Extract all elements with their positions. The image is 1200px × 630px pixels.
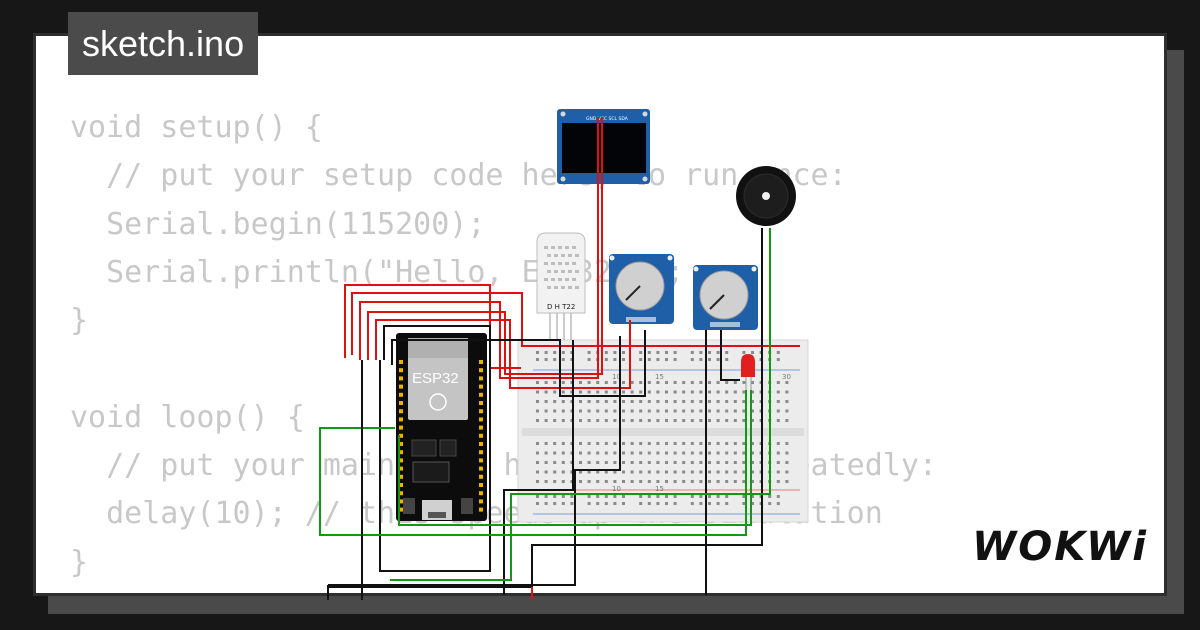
- wokwi-logo: WOKWi: [972, 524, 1148, 570]
- code-line: Serial.begin(115200);: [70, 206, 486, 242]
- code-line: void setup() {: [70, 110, 323, 145]
- dht22-sensor: D H T22: [536, 232, 586, 340]
- breadboard: 10 15 30 10 15: [517, 339, 809, 523]
- buzzer: [736, 166, 796, 226]
- file-tab[interactable]: sketch.ino: [68, 12, 259, 75]
- red-led: [741, 354, 755, 390]
- breadboard-label-15-bottom: 15: [655, 485, 664, 493]
- wires: [319, 117, 800, 600]
- code-line: }: [70, 544, 89, 580]
- potentiometer-1: [609, 254, 674, 324]
- code-line: }: [70, 303, 89, 339]
- breadboard-label-10-bottom: 10: [612, 485, 621, 493]
- oled-display: GND VCC SCL SDA: [557, 109, 650, 184]
- esp32-board: ESP32: [396, 333, 487, 521]
- oled-pin-labels: GND VCC SCL SDA: [586, 116, 629, 122]
- code-line: void loop() {: [70, 399, 305, 435]
- potentiometer-2: [693, 265, 758, 330]
- breadboard-label-15: 15: [655, 373, 664, 381]
- esp32-label: ESP32: [412, 370, 459, 387]
- code-line: // put your setup code here, to run once…: [70, 158, 847, 194]
- dht22-label: D H T22: [547, 303, 575, 311]
- breadboard-label-10: 10: [612, 373, 621, 381]
- breadboard-label-30: 30: [782, 373, 791, 381]
